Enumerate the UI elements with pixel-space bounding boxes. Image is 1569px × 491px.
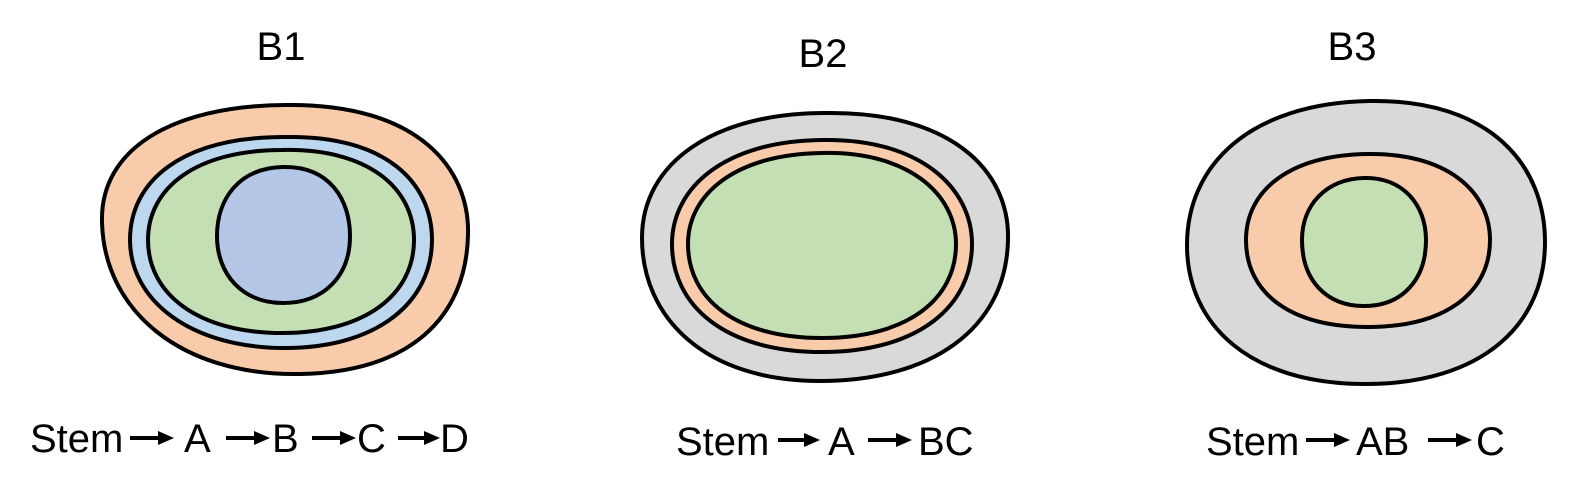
panel-b1-sequence: Stem A B C D: [30, 417, 469, 461]
panel-b2-title: B2: [799, 32, 848, 76]
panel-b1-arrow-4: [398, 431, 440, 445]
panel-b1-layer-4: [214, 164, 353, 306]
panel-b2-seq-stem: Stem: [676, 420, 769, 464]
panel-b2: B2 Stem A BC: [639, 32, 1011, 464]
panel-b1-arrow-3: [312, 431, 356, 445]
panel-b2-seq-bc: BC: [918, 420, 974, 464]
panel-b2-layer-3: [685, 150, 959, 341]
panel-b3-title: B3: [1328, 25, 1377, 69]
panel-b1-seq-stem: Stem: [30, 417, 123, 461]
panel-b3-seq-stem: Stem: [1206, 420, 1299, 464]
panel-b2-arrow-2: [868, 433, 912, 447]
panel-b1-seq-a: A: [184, 417, 211, 461]
panel-b2-sequence: Stem A BC: [676, 420, 974, 464]
panel-b1: B1 Stem A B C D: [30, 25, 471, 461]
panel-b3-arrow-2: [1428, 433, 1472, 447]
panel-b3-sequence: Stem AB C: [1206, 420, 1505, 464]
panel-b1-arrow-1: [130, 431, 174, 445]
panel-b3-layer-3: [1299, 175, 1429, 309]
panel-b3-seq-ab: AB: [1356, 420, 1409, 464]
panel-b3-seq-c: C: [1476, 420, 1505, 464]
panel-b3-arrow-1: [1306, 433, 1350, 447]
panel-b3: B3 Stem AB C: [1184, 25, 1548, 464]
panel-b1-title: B1: [257, 25, 306, 69]
panel-b1-arrow-2: [226, 431, 270, 445]
panel-b1-seq-d: D: [440, 417, 469, 461]
panel-b2-seq-a: A: [828, 420, 855, 464]
panel-b1-seq-b: B: [272, 417, 299, 461]
panel-b1-seq-c: C: [357, 417, 386, 461]
panel-b2-arrow-1: [778, 433, 820, 447]
